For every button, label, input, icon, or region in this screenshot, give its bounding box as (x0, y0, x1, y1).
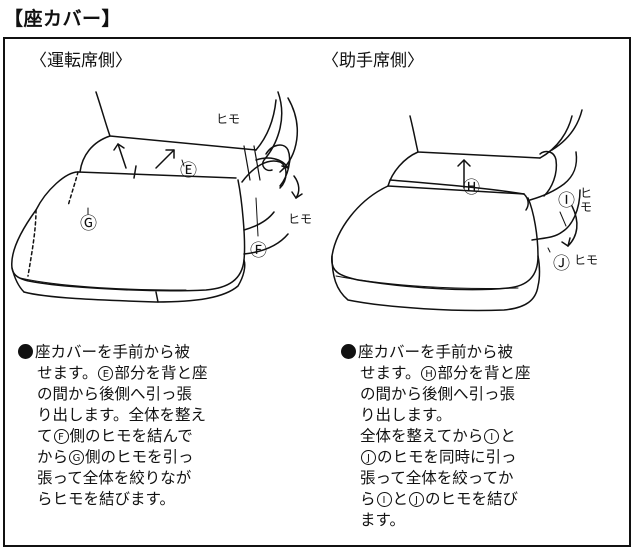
instruction-text: 側のヒモを結んで (70, 427, 193, 445)
circled-letter: G (69, 450, 84, 465)
instruction-text: の間から後側へ引っ張 (37, 385, 192, 403)
driver-seat-illustration (6, 80, 316, 330)
instruction-line: 張って全体を絞ってか (341, 468, 530, 489)
circled-letter: F (54, 429, 69, 444)
circled-letter: H (421, 366, 436, 381)
instruction-text: 部分を背と座 (437, 364, 530, 382)
instruction-text: せます。 (37, 364, 97, 382)
instruction-line: り出します。全体を整え (18, 405, 207, 426)
circled-letter: I (484, 429, 499, 444)
circled-letter: E (98, 366, 113, 381)
instruction-line: の間から後側へ引っ張 (341, 384, 530, 405)
instruction-text: ら (360, 490, 376, 508)
instruction-text: り出します。 (360, 406, 451, 424)
callout-e: Ⓔ (180, 156, 197, 181)
instruction-text: 座カバーを手前から被 (35, 343, 190, 361)
instruction-text: と (500, 427, 516, 445)
instruction-text: て (37, 427, 53, 445)
instruction-text: の間から後側へ引っ張 (360, 385, 515, 403)
callout-himo-i: ヒモ (580, 186, 593, 214)
instruction-line: り出します。 (341, 405, 530, 426)
instruction-text: のヒモを同時に引っ (377, 448, 517, 466)
instruction-text: と (393, 490, 409, 508)
instruction-line: 座カバーを手前から被 (341, 342, 530, 363)
instruction-text: 張って全体を絞りなが (37, 469, 191, 487)
instruction-text: 全体を整えてから (360, 427, 483, 445)
instruction-text: り出します。全体を整え (37, 406, 206, 424)
instruction-line: の間から後側へ引っ張 (18, 384, 207, 405)
passenger-side-heading: 〈助手席側〉 (322, 46, 424, 71)
callout-i: Ⓘ (558, 186, 575, 211)
instruction-text: 張って全体を絞ってか (360, 469, 513, 487)
instruction-text: のヒモを結び (425, 490, 518, 508)
instruction-text: 側のヒモを引っ (85, 448, 194, 466)
bullet-icon (18, 344, 33, 359)
bullet-icon (341, 344, 356, 359)
instruction-text: らヒモを結びます。 (37, 490, 175, 508)
callout-himo-j: ヒモ (574, 251, 598, 268)
instruction-text: から (37, 448, 68, 466)
instruction-line: らヒモを結びます。 (18, 489, 207, 510)
callout-himo-right: ヒモ (288, 210, 312, 227)
instruction-line: 座カバーを手前から被 (18, 342, 207, 363)
circled-letter: J (409, 492, 424, 507)
instruction-line: ます。 (341, 510, 530, 531)
instruction-text: 座カバーを手前から被 (358, 343, 513, 361)
instruction-line: 張って全体を絞りなが (18, 468, 207, 489)
callout-j: Ⓙ (553, 249, 570, 274)
callout-himo-top: ヒモ (216, 110, 240, 127)
circled-letter: I (377, 492, 392, 507)
callout-f: Ⓕ (250, 236, 267, 261)
driver-side-heading: 〈運転席側〉 (30, 46, 132, 71)
callout-g: Ⓖ (80, 209, 97, 234)
instruction-text: せます。 (360, 364, 420, 382)
circled-letter: J (361, 450, 376, 465)
callout-h: Ⓗ (463, 173, 480, 198)
instruction-text: 部分を背と座 (114, 364, 207, 382)
page-title: 【座カバー】 (4, 4, 121, 31)
instruction-text: ます。 (360, 511, 405, 529)
